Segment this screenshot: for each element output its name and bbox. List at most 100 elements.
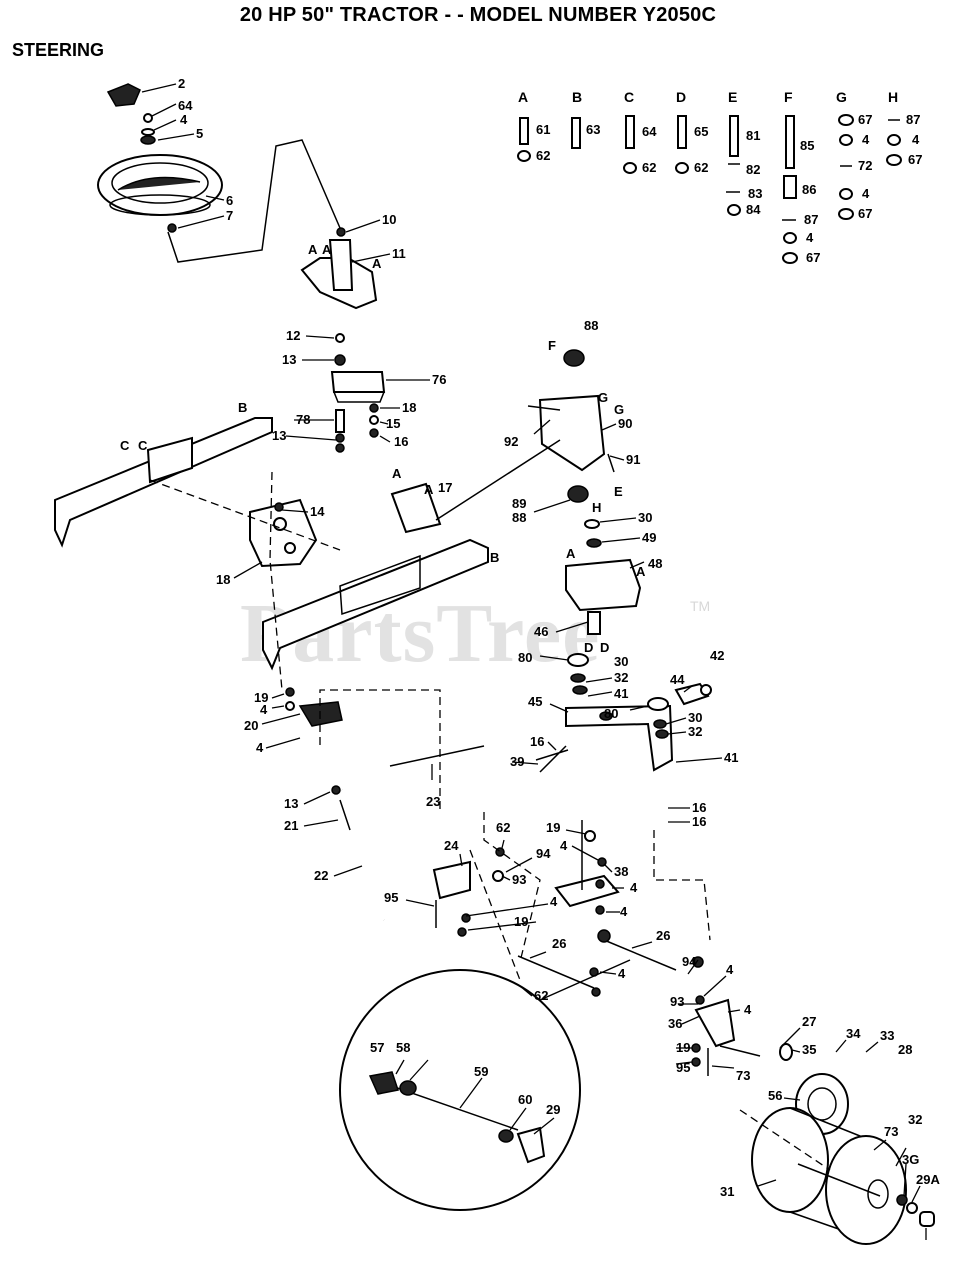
washer-13 xyxy=(334,354,346,366)
key-group-label: F xyxy=(784,89,793,105)
callout: 59 xyxy=(474,1064,488,1079)
key-group-label: H xyxy=(888,89,898,105)
cap-31 xyxy=(919,1211,935,1227)
callout: C xyxy=(120,438,130,453)
callout: 16 xyxy=(692,800,706,815)
callout: 29A xyxy=(916,1172,940,1187)
steering-cap xyxy=(106,83,141,107)
callout: A xyxy=(566,546,576,561)
callout: 31 xyxy=(720,1184,734,1199)
callout: 26 xyxy=(552,936,566,951)
leader-lines xyxy=(141,83,927,1240)
callout: 62 xyxy=(496,820,510,835)
left-frame-rail xyxy=(54,417,273,548)
callout: 91 xyxy=(626,452,640,467)
callout: 24 xyxy=(444,838,459,853)
callout: C xyxy=(138,438,148,453)
callout: 28 xyxy=(898,1042,912,1057)
callout: 19 xyxy=(514,914,528,929)
steering-column-path xyxy=(167,139,341,263)
callout: 14 xyxy=(310,504,325,519)
key-item: 67 xyxy=(858,206,872,221)
callout: 89 xyxy=(512,496,526,511)
steering-bracket-18 xyxy=(249,498,318,568)
callout: 56 xyxy=(768,1088,782,1103)
key-item: 61 xyxy=(536,122,550,137)
callout: 92 xyxy=(504,434,518,449)
key-group-label: G xyxy=(836,89,847,105)
key-group-label: D xyxy=(676,89,686,105)
callout: A xyxy=(308,242,318,257)
callout: 41 xyxy=(724,750,738,765)
key-item: 82 xyxy=(746,162,760,177)
pulley-88-bottom xyxy=(567,485,589,503)
hardware-key-glyphs xyxy=(517,114,902,264)
callout: 16 xyxy=(530,734,544,749)
key-group-label: A xyxy=(518,89,528,105)
callout: A xyxy=(372,256,382,271)
callout: 3G xyxy=(902,1152,919,1167)
drawing-layer xyxy=(54,83,935,1245)
callout: 13 xyxy=(284,796,298,811)
callout: 88 xyxy=(512,510,526,525)
callout: 93 xyxy=(670,994,684,1009)
callout: 4 xyxy=(744,1002,752,1017)
callout: 32 xyxy=(908,1112,922,1127)
callout: 4 xyxy=(256,740,264,755)
callout: 20 xyxy=(244,718,258,733)
callout: 49 xyxy=(642,530,656,545)
callout: 6 xyxy=(226,193,233,208)
callout: A xyxy=(392,466,402,481)
pin-78 xyxy=(335,409,345,433)
callout: 4 xyxy=(550,894,558,909)
callout: 95 xyxy=(384,890,398,905)
hardware-key: A 61 62 B 63 C 64 62 D 65 62 E 81 82 83 … xyxy=(518,89,922,265)
key-item: 4 xyxy=(862,186,870,201)
tie-rod-detail-inset xyxy=(339,959,631,1211)
callout: 4 xyxy=(560,838,568,853)
key-item: 87 xyxy=(906,112,920,127)
callout: B xyxy=(238,400,247,415)
callout: B xyxy=(490,550,499,565)
key-item: 65 xyxy=(694,124,708,139)
key-group-label: E xyxy=(728,89,737,105)
callout: 5 xyxy=(196,126,203,141)
callout: 13 xyxy=(272,428,286,443)
callout: 60 xyxy=(518,1092,532,1107)
page-title: 20 HP 50" TRACTOR - - MODEL NUMBER Y2050… xyxy=(239,4,717,26)
callout: 30 xyxy=(614,654,628,669)
spring-21 xyxy=(339,799,351,831)
callout: 17 xyxy=(438,480,452,495)
callout: 78 xyxy=(296,412,310,427)
callout: 32 xyxy=(688,724,702,739)
callout: 45 xyxy=(528,694,542,709)
key-item: 67 xyxy=(858,112,872,127)
callout: 21 xyxy=(284,818,298,833)
pulley-88-top xyxy=(563,349,585,367)
callout: 64 xyxy=(178,98,193,113)
steering-wheel xyxy=(97,154,223,216)
callout: 94 xyxy=(536,846,551,861)
callout: 4 xyxy=(260,702,268,717)
bracket-76 xyxy=(330,371,386,393)
callout: 19 xyxy=(254,690,268,705)
key-item: 62 xyxy=(536,148,550,163)
key-item: 72 xyxy=(858,158,872,173)
tie-rod-26-right xyxy=(603,939,677,971)
callout: 11 xyxy=(392,246,406,261)
callout: 73 xyxy=(736,1068,750,1083)
key-item: 85 xyxy=(800,138,814,153)
callout: 44 xyxy=(670,672,685,687)
pivot-46 xyxy=(587,611,601,635)
callout: 29 xyxy=(546,1102,560,1117)
tie-rod-26-left xyxy=(517,955,595,989)
callout: 4 xyxy=(630,880,638,895)
right-frame-rail xyxy=(262,538,489,671)
callout: F xyxy=(548,338,556,353)
axle-bracket-90 xyxy=(538,394,606,472)
callout: 15 xyxy=(386,416,400,431)
callout: A xyxy=(322,242,332,257)
callout: 41 xyxy=(614,686,628,701)
